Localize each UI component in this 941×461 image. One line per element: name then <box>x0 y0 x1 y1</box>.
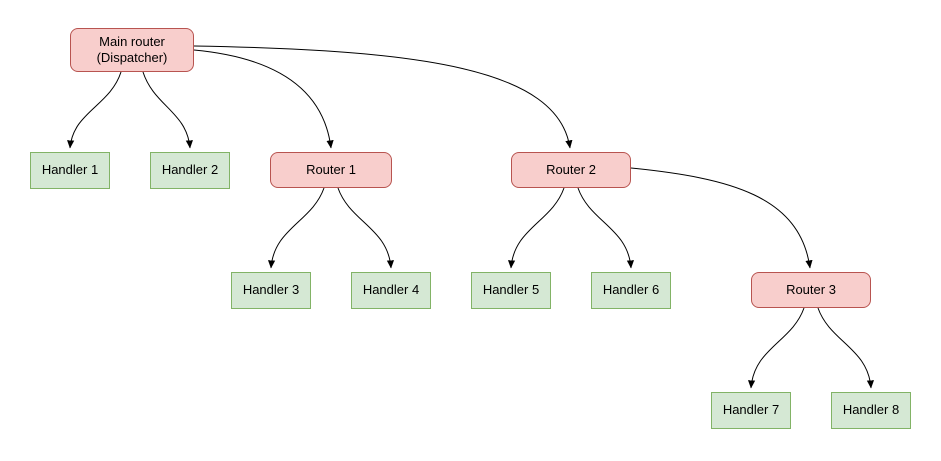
edge-router3-to-handler8 <box>817 307 875 389</box>
handler-4-label: Handler 4 <box>362 282 420 298</box>
handler-8-label: Handler 8 <box>842 402 900 418</box>
edge-main-to-router1 <box>193 49 334 149</box>
node-handler-4: Handler 4 <box>351 272 431 309</box>
handler-2-label: Handler 2 <box>161 162 219 178</box>
router-3-label: Router 3 <box>786 281 836 297</box>
edge-main-to-handler2 <box>142 71 193 149</box>
handler-6-label: Handler 6 <box>602 282 660 298</box>
router-2-label: Router 2 <box>546 161 596 177</box>
node-main-router: Main router (Dispatcher) <box>70 28 194 72</box>
main-router-label-line1: Main router <box>99 33 165 49</box>
handler-7-label: Handler 7 <box>722 402 780 418</box>
edge-main-to-handler1 <box>67 71 122 149</box>
edge-router2-to-router3 <box>630 167 813 269</box>
node-handler-6: Handler 6 <box>591 272 671 309</box>
router-1-label: Router 1 <box>306 161 356 177</box>
edge-router2-to-handler6 <box>577 187 635 269</box>
edge-router3-to-handler7 <box>747 307 805 389</box>
node-handler-3: Handler 3 <box>231 272 311 309</box>
edge-main-to-router2 <box>193 45 573 149</box>
node-router-3: Router 3 <box>751 272 871 308</box>
node-router-2: Router 2 <box>511 152 631 188</box>
edge-router1-to-handler3 <box>267 187 325 269</box>
main-router-label-line2: (Dispatcher) <box>96 50 168 65</box>
node-handler-2: Handler 2 <box>150 152 230 189</box>
node-handler-1: Handler 1 <box>30 152 110 189</box>
handler-1-label: Handler 1 <box>41 162 99 178</box>
handler-5-label: Handler 5 <box>482 282 540 298</box>
handler-3-label: Handler 3 <box>242 282 300 298</box>
node-handler-5: Handler 5 <box>471 272 551 309</box>
edge-router1-to-handler4 <box>337 187 395 269</box>
node-handler-7: Handler 7 <box>711 392 791 429</box>
edge-router2-to-handler5 <box>507 187 565 269</box>
node-router-1: Router 1 <box>270 152 392 188</box>
node-handler-8: Handler 8 <box>831 392 911 429</box>
